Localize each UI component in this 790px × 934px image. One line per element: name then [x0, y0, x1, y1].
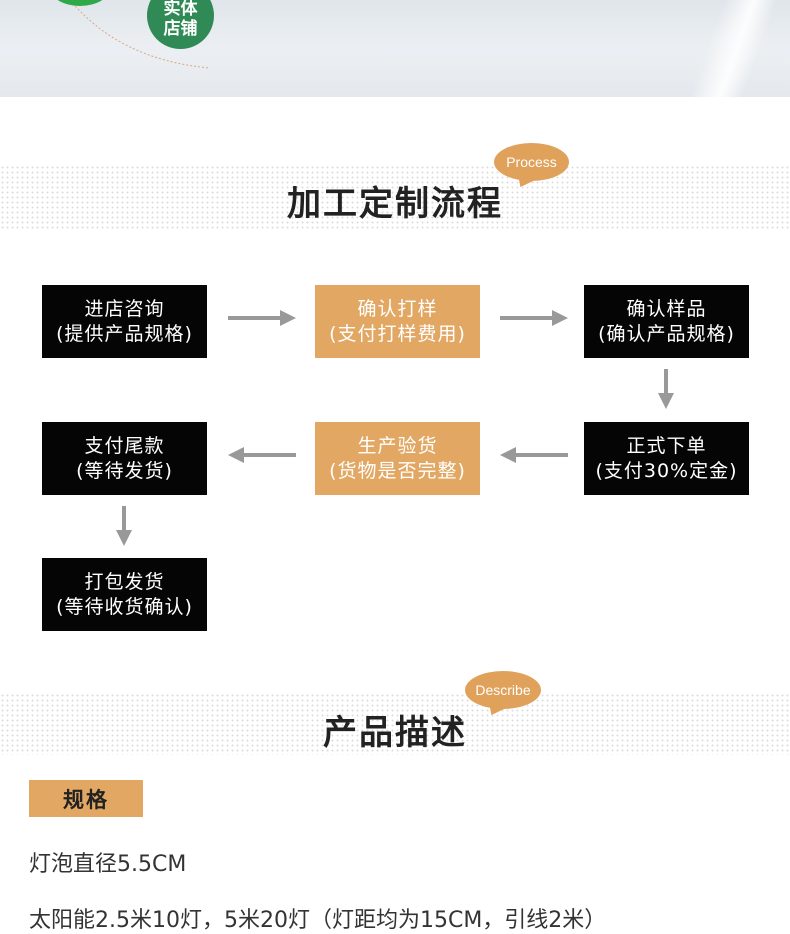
- process-step-order: 正式下单 (支付30%定金): [584, 422, 749, 495]
- process-step-final-payment: 支付尾款 (等待发货): [42, 422, 207, 495]
- step-title: 确认打样: [357, 297, 438, 320]
- step-note: (货物是否完整): [329, 459, 466, 482]
- step-note: (支付打样费用): [329, 322, 466, 345]
- arrow-right-icon: [228, 310, 296, 326]
- process-step-consult: 进店咨询 (提供产品规格): [42, 285, 207, 358]
- step-title: 进店咨询: [84, 297, 165, 320]
- step-title: 生产验货: [357, 434, 438, 457]
- step-title: 确认样品: [626, 297, 707, 320]
- process-section-title: 加工定制流程: [287, 184, 503, 224]
- process-step-confirm-sample: 确认样品 (确认产品规格): [584, 285, 749, 358]
- process-bubble-label: Process: [506, 154, 557, 170]
- spec-tag: 规格: [29, 780, 143, 817]
- describe-bubble: Describe: [465, 671, 541, 719]
- step-title: 支付尾款: [84, 434, 165, 457]
- process-step-production: 生产验货 (货物是否完整): [315, 422, 480, 495]
- arrow-left-icon: [500, 447, 568, 463]
- dotted-curve-decoration: [69, 0, 211, 69]
- step-note: (提供产品规格): [56, 322, 193, 345]
- arrow-down-icon: [658, 369, 674, 409]
- banner-sail-highlight: [670, 0, 780, 97]
- desc-line-bulb-diameter: 灯泡直径5.5CM: [29, 852, 187, 877]
- describe-header-band: [0, 693, 790, 755]
- store-badge: 实体 店铺: [147, 0, 214, 49]
- top-banner: 实体 店铺: [0, 0, 790, 97]
- step-title: 打包发货: [84, 570, 165, 593]
- describe-bubble-label: Describe: [475, 682, 531, 698]
- arrow-right-icon: [500, 310, 568, 326]
- step-note: (等待发货): [76, 459, 173, 482]
- banner-sea-background: [0, 40, 790, 97]
- arrow-down-icon: [116, 506, 132, 546]
- describe-section-title: 产品描述: [323, 713, 467, 753]
- process-step-sample: 确认打样 (支付打样费用): [315, 285, 480, 358]
- process-header-band: [0, 165, 790, 229]
- store-badge-line1: 实体: [163, 0, 198, 19]
- step-note: (确认产品规格): [598, 322, 735, 345]
- desc-line-solar-spec: 太阳能2.5米10灯，5米20灯（灯距均为15CM，引线2米）: [29, 908, 607, 933]
- green-badge-top: [48, 0, 112, 6]
- process-bubble: Process: [494, 143, 569, 191]
- step-note: (支付30%定金): [595, 459, 738, 482]
- process-step-shipping: 打包发货 (等待收货确认): [42, 558, 207, 631]
- store-badge-line2: 店铺: [163, 19, 198, 39]
- step-title: 正式下单: [626, 434, 707, 457]
- arrow-left-icon: [228, 447, 296, 463]
- step-note: (等待收货确认): [56, 595, 193, 618]
